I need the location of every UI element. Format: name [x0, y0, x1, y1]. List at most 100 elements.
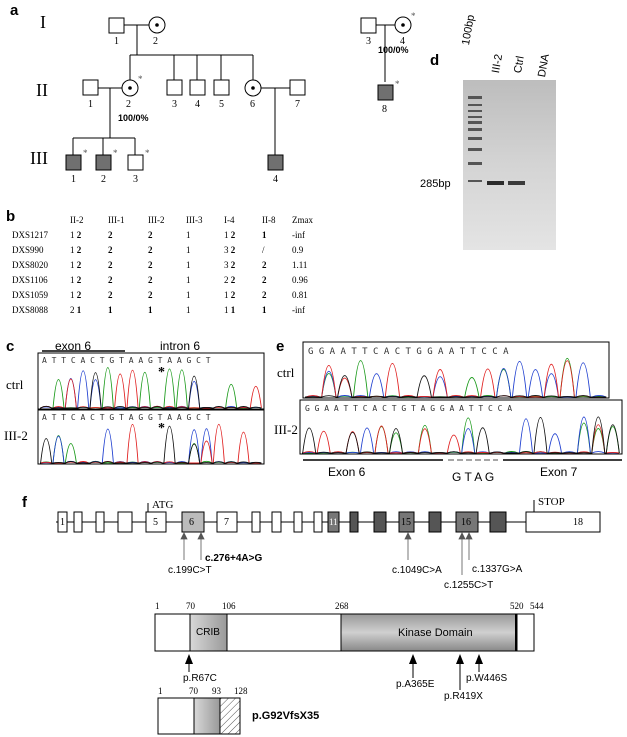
- allele: 2: [148, 274, 153, 285]
- allele: 1: [148, 304, 153, 315]
- haplotype-table: II-2 III-1 III-2 III-3 I-4 II-8 Zmax DXS…: [12, 212, 328, 317]
- allele: 1: [186, 304, 191, 315]
- marker-name: DXS8020: [12, 259, 49, 270]
- allele: 2: [230, 244, 236, 255]
- exon-number: 15: [401, 517, 411, 528]
- panel-f-letter: f: [22, 494, 27, 511]
- allele: 1: [108, 304, 113, 315]
- e-ctrl-label: ctrl: [277, 365, 295, 380]
- gen2-label-2: 2: [126, 99, 131, 110]
- table-cell: 2: [148, 257, 186, 272]
- table-cell: 3 2: [224, 242, 262, 257]
- marker-name: DXS8088: [12, 304, 49, 315]
- exon-number: 11: [329, 517, 338, 527]
- gen2-label-8: 8: [382, 104, 387, 115]
- col-header: III-2: [148, 214, 165, 225]
- protein-pos-106: 106: [222, 601, 236, 611]
- trace-3: [40, 372, 262, 409]
- allele: 1: [230, 304, 236, 315]
- exon-number: 7: [224, 517, 229, 528]
- asterisk-III2: *: [113, 148, 118, 158]
- table-cell: 1: [262, 227, 292, 242]
- variant-A365E: p.A365E: [396, 679, 435, 690]
- table-cell: 2: [262, 257, 292, 272]
- table-cell: 2: [148, 227, 186, 242]
- trace-3: [305, 375, 607, 398]
- allele: /: [262, 244, 265, 255]
- panel-e-letter: e: [276, 338, 285, 355]
- variant-R67C: p.R67C: [183, 673, 217, 684]
- table-cell: 2 1: [70, 302, 108, 317]
- mutation-c276: c.276+4A>G: [205, 553, 263, 564]
- allele: -inf: [292, 229, 305, 240]
- allele: 1.11: [292, 259, 308, 270]
- table-cell: 1 2: [224, 227, 262, 242]
- marker-name: DXS1059: [12, 289, 49, 300]
- allele: 1: [224, 229, 229, 240]
- table-cell: 1 1: [224, 302, 262, 317]
- variant-R419X: p.R419X: [444, 691, 483, 702]
- table-cell: 1: [186, 272, 224, 287]
- mutation-c1049: c.1049C>A: [392, 565, 442, 576]
- exon-number: 5: [153, 517, 158, 528]
- variant-W446S: p.W446S: [466, 673, 508, 684]
- panel-b-letter: b: [6, 208, 16, 225]
- allele: 2: [148, 289, 153, 300]
- c-ctrl-star: *: [158, 365, 165, 380]
- marker-name: DXS990: [12, 244, 44, 255]
- allele: 2: [108, 274, 113, 285]
- allele: 1: [186, 259, 191, 270]
- allele: 0.9: [292, 244, 304, 255]
- protein-pos-70: 70: [186, 601, 195, 611]
- table-cell: 2: [262, 287, 292, 302]
- allele: 2: [148, 244, 153, 255]
- allele: 0.96: [292, 274, 308, 285]
- table-cell: 2: [108, 227, 148, 242]
- allele: 2: [108, 229, 113, 240]
- col-header: Zmax: [292, 214, 313, 225]
- asterisk-II2: *: [138, 74, 143, 84]
- marker-name: DXS1106: [12, 274, 48, 285]
- mutation-c1255: c.1255C>T: [444, 580, 494, 591]
- table-cell: 0.96: [292, 272, 328, 287]
- gen3-label-2: 2: [101, 174, 106, 185]
- trace-1: [302, 416, 620, 454]
- gen3-label-3: 3: [133, 174, 138, 185]
- insert-label: G T A G: [452, 470, 495, 484]
- allele: 2: [108, 289, 113, 300]
- panel-a-letter: a: [10, 2, 19, 19]
- gen2-label-7: 7: [295, 99, 300, 110]
- table-cell: 1: [148, 302, 186, 317]
- allele: 2: [76, 229, 82, 240]
- col-header: II-2: [70, 214, 84, 225]
- exon6-label: exon 6: [55, 339, 92, 353]
- gen2-label-6: 6: [250, 99, 255, 110]
- generation-I-label: I: [40, 12, 46, 32]
- gen3-label-1: 1: [71, 174, 76, 185]
- panel-d-letter: d: [430, 52, 440, 69]
- exon-number: 16: [461, 517, 471, 528]
- protein-pos-544: 544: [530, 601, 544, 611]
- table-cell: 1: [108, 302, 148, 317]
- exon6-e-label: Exon 6: [328, 465, 366, 479]
- table-cell: 2: [148, 272, 186, 287]
- e-ctrl-seq: G G A A T T C A C T G G A A T T C C A: [308, 347, 509, 357]
- generation-III-label: III: [30, 148, 48, 168]
- exon-number: 1: [60, 517, 65, 528]
- allele: 1: [70, 244, 75, 255]
- kinase-label: Kinase Domain: [398, 627, 473, 639]
- allele: 1: [70, 229, 75, 240]
- table-cell: 1 2: [70, 272, 108, 287]
- trunc-pos-70: 70: [189, 686, 198, 696]
- gel-band-label: 285bp: [420, 178, 451, 190]
- allele: 2: [148, 229, 153, 240]
- gen1-label-3: 3: [366, 36, 371, 47]
- allele: 1: [262, 229, 267, 240]
- allele: 2: [76, 274, 82, 285]
- c-ctrl-label: ctrl: [6, 377, 24, 392]
